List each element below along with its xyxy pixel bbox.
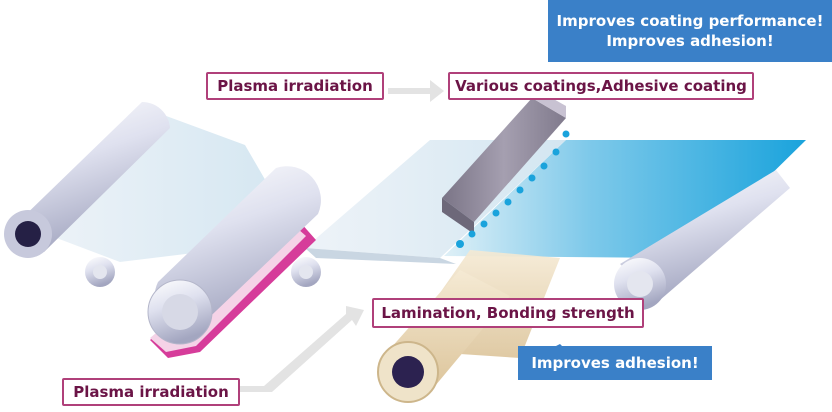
web-film-edge <box>305 248 456 264</box>
label-plasma-irradiation-top: Plasma irradiation <box>206 72 384 100</box>
callout-lamination-benefit: Improves adhesion! <box>518 346 712 380</box>
label-lamination: Lamination, Bonding strength <box>372 298 644 328</box>
guide-rolls <box>85 257 321 287</box>
plasma-roll <box>147 166 321 358</box>
label-plasma-irradiation-bottom: Plasma irradiation <box>62 378 240 406</box>
arrow-top <box>388 80 444 102</box>
callout-coating-line2: Improves adhesion! <box>606 32 774 50</box>
coating-droplets <box>456 130 570 248</box>
takeup-roll <box>614 170 790 310</box>
callout-coating-benefits: Improves coating performance! Improves a… <box>548 0 832 62</box>
callout-coating-line1: Improves coating performance! <box>556 11 824 30</box>
flow-arrows <box>240 80 444 392</box>
label-various-coatings: Various coatings,Adhesive coating <box>448 72 754 100</box>
coating-head <box>442 88 570 248</box>
arrow-bottom <box>240 306 364 392</box>
